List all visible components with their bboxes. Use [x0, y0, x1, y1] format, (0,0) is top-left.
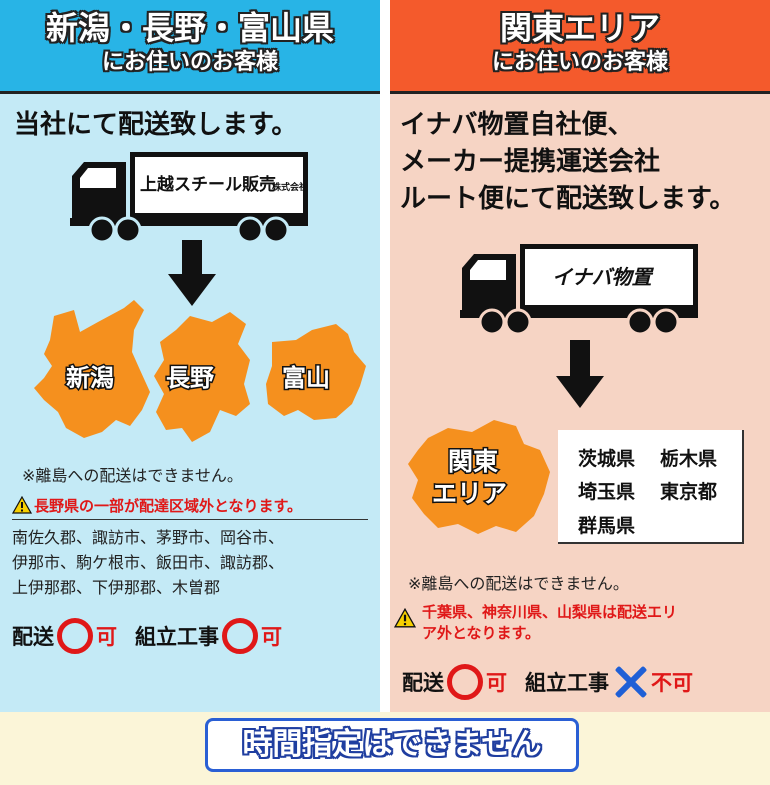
right-assembly-status: 不可 — [651, 671, 693, 695]
right-lead-line: ルート便にて配送致します。 — [400, 184, 736, 214]
panel-divider — [380, 0, 390, 712]
right-lead: イナバ物置自社便、 メーカー提携運送会社 ルート便にて配送致します。 — [400, 107, 735, 218]
circle-ok-icon — [222, 618, 258, 654]
list-item: 群馬県 — [578, 514, 636, 537]
right-lead-line: メーカー提携運送会社 — [400, 147, 661, 177]
right-truck-brand: イナバ物置 — [552, 265, 655, 289]
right-status-row: 配送 可 組立工事 不可 — [402, 664, 693, 700]
right-warning: 千葉県、神奈川県、山梨県は配送エリ ア外となります。 — [393, 602, 764, 644]
prefecture-list: 茨城県 栃木県 埼玉県 東京都 群馬県 — [558, 430, 744, 544]
right-title: 関東エリア — [499, 9, 660, 47]
right-assembly-label: 組立工事 — [525, 671, 609, 695]
left-warning-text: 長野県の一部が配達区域外となります。 — [34, 497, 303, 515]
right-truck-icon: イナバ物置 — [460, 244, 698, 336]
left-truck-brand-suffix: 株式会社 — [272, 181, 308, 193]
list-item: 東京都 — [660, 481, 718, 504]
list-item: 上伊那郡、下伊那郡、木曽郡 — [12, 578, 221, 597]
right-lead-line: イナバ物置自社便、 — [400, 110, 634, 140]
left-assembly-status: 可 — [261, 625, 282, 649]
kanto-map-icon: 関東 エリア — [408, 420, 550, 534]
left-truck-icon: 上越スチール販売 株式会社 — [70, 152, 308, 244]
left-assembly-label: 組立工事 — [135, 625, 219, 649]
left-title: 新潟・長野・富山県 — [45, 9, 334, 47]
left-panel: 新潟・長野・富山県 にお住いのお客様 当社にて配送致します。 上越スチール販売 … — [0, 0, 380, 712]
left-delivery-label: 配送 — [12, 625, 54, 649]
time-notice-banner: 時間指定はできません — [205, 718, 579, 772]
map-label-kanto: 関東 — [448, 447, 498, 476]
excluded-area-list: 南佐久郡、諏訪市、茅野市、岡谷市、 伊那市、駒ケ根市、飯田市、諏訪郡、 上伊那郡… — [12, 525, 284, 600]
map-label-toyama: 富山 — [282, 364, 330, 392]
left-warning: 長野県の一部が配達区域外となります。 — [11, 495, 368, 520]
circle-ok-icon — [447, 664, 483, 700]
chubu-map-icon: 新潟 長野 富山 — [34, 300, 366, 442]
map-label-niigata: 新潟 — [66, 364, 114, 392]
list-item: 茨城県 — [578, 448, 636, 470]
left-delivery-status: 可 — [96, 625, 117, 649]
left-truck-brand: 上越スチール販売 — [140, 174, 276, 195]
left-subtitle: にお住いのお客様 — [101, 50, 278, 75]
warning-icon — [393, 607, 417, 628]
map-label-area: エリア — [432, 479, 507, 508]
right-panel: 関東エリア にお住いのお客様 イナバ物置自社便、 メーカー提携運送会社 ルート便… — [390, 0, 770, 712]
right-island-note: ※離島への配送はできません。 — [408, 574, 629, 593]
right-warning-line: ア外となります。 — [422, 624, 541, 642]
left-header: 新潟・長野・富山県 にお住いのお客様 — [0, 0, 380, 94]
right-delivery-label: 配送 — [402, 671, 444, 695]
left-lead: 当社にて配送致します。 — [14, 110, 298, 140]
circle-ok-icon — [57, 618, 93, 654]
left-arrow-down-icon — [168, 240, 216, 306]
right-subtitle: にお住いのお客様 — [491, 50, 668, 75]
right-delivery-status: 可 — [486, 671, 507, 695]
left-status-row: 配送 可 組立工事 可 — [12, 618, 282, 654]
warning-icon — [11, 495, 33, 514]
list-item: 伊那市、駒ケ根市、飯田市、諏訪郡、 — [12, 553, 285, 572]
list-item: 南佐久郡、諏訪市、茅野市、岡谷市、 — [12, 528, 285, 547]
list-item: 栃木県 — [660, 448, 718, 470]
right-warning-line: 千葉県、神奈川県、山梨県は配送エリ — [422, 603, 678, 621]
cross-ng-icon — [612, 664, 648, 700]
map-label-nagano: 長野 — [166, 364, 214, 392]
right-arrow-down-icon — [556, 340, 604, 408]
list-item: 埼玉県 — [578, 481, 636, 504]
left-island-note: ※離島への配送はできません。 — [22, 466, 243, 485]
right-header: 関東エリア にお住いのお客様 — [390, 0, 770, 94]
